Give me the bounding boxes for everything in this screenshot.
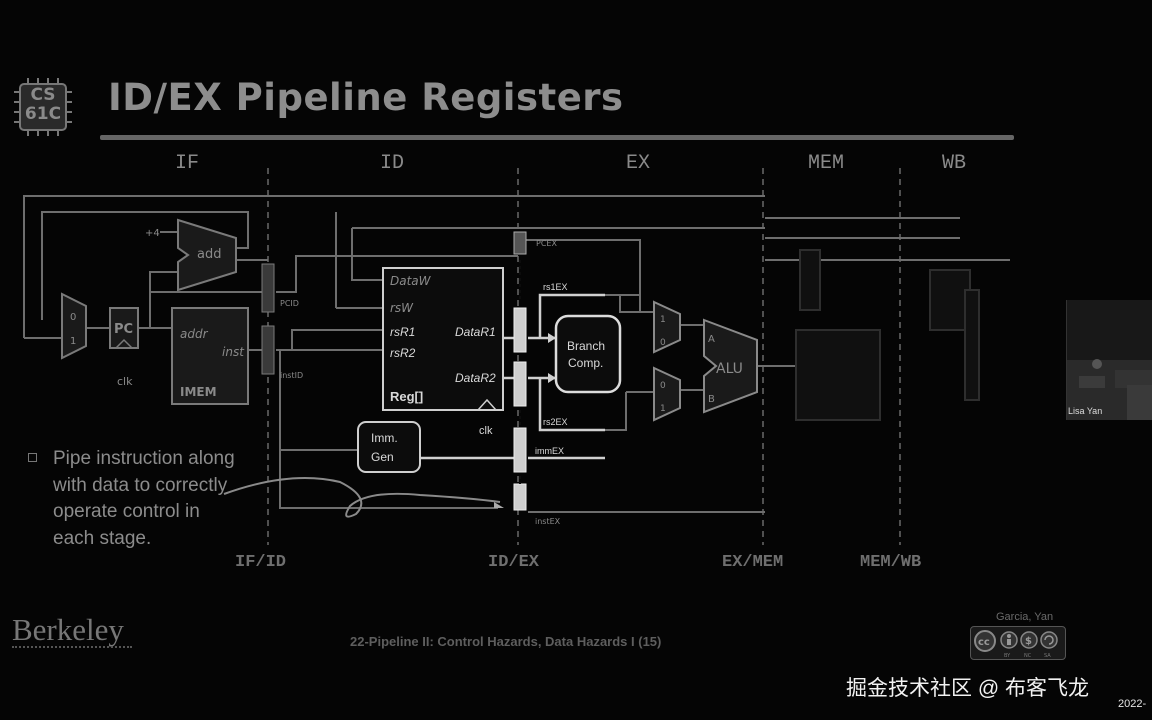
pc-label: PC — [114, 322, 133, 337]
pc-adder — [177, 218, 237, 292]
branch-line2: Comp. — [568, 356, 603, 370]
title-divider — [100, 135, 1014, 140]
handwritten-arrow — [223, 477, 501, 518]
id-ex-rs2-reg — [513, 361, 527, 407]
regfile-label: Reg[] — [390, 389, 423, 404]
berkeley-underline — [12, 646, 132, 655]
plus4-label: +4 — [145, 228, 160, 239]
webcam-feed — [1067, 300, 1152, 420]
pc-mux — [61, 292, 87, 360]
alu-b-mux-0: 0 — [660, 381, 666, 391]
watermark-text: 掘金技术社区 @ 布客飞龙 — [846, 677, 1089, 700]
if-id-pc-reg — [261, 263, 275, 313]
bullet-text: Pipe instruction along with data to corr… — [53, 448, 235, 549]
id-ex-imm-reg — [513, 427, 527, 473]
speaker-webcam[interactable] — [1066, 300, 1152, 420]
alu-label: ALU — [716, 361, 743, 377]
license-sa: SA — [1044, 653, 1051, 659]
pc-register — [109, 307, 139, 349]
label-ex-mem: EX/MEM — [722, 553, 784, 572]
timestamp-text: 2022- — [1118, 698, 1147, 710]
branch-line1: Branch — [567, 339, 605, 353]
slide-authors: Garcia, Yan — [996, 611, 1054, 623]
logo-line-2: 61C — [24, 104, 62, 124]
regfile-rsr2: rsR2 — [390, 346, 416, 360]
id-ex-rs1-reg — [513, 307, 527, 353]
pc-id-label: PCID — [280, 299, 299, 308]
branch-comparator — [554, 314, 622, 394]
id-ex-inst-reg — [513, 483, 527, 511]
label-if-id: IF/ID — [235, 553, 287, 572]
imem-inst: inst — [222, 345, 245, 359]
pc-mux-1: 1 — [70, 336, 76, 347]
stage-wb: WB — [942, 152, 967, 175]
pc-ex-label: PCEX — [536, 239, 557, 248]
register-file — [382, 267, 504, 411]
imm-ex-label: immEX — [535, 446, 564, 456]
alu-a-mux-1: 1 — [660, 315, 666, 325]
creative-commons-badge: cc $ BY NC SA — [970, 626, 1066, 660]
if-id-inst-reg — [261, 325, 275, 375]
alu-b-mux-1: 1 — [660, 404, 666, 414]
cc-icon — [974, 630, 996, 652]
regfile-rsw: rsW — [390, 301, 414, 315]
rs2-ex-label: rs2EX — [543, 417, 568, 427]
stage-mem: MEM — [808, 152, 845, 175]
speaker-name: Lisa Yan — [1068, 406, 1103, 416]
adder-label: add — [197, 247, 221, 262]
bullet-square-icon — [28, 453, 37, 462]
logo-text: CS 61C — [20, 86, 66, 124]
alu-a-label: A — [708, 334, 715, 345]
imem-addr: addr — [180, 327, 209, 341]
logo-line-1: CS — [30, 85, 56, 105]
alu-b-mux — [653, 366, 681, 422]
license-nc: NC — [1024, 653, 1032, 659]
regfile-rsr1: rsR1 — [390, 325, 415, 339]
stage-if: IF — [175, 152, 200, 175]
pc-mux-0: 0 — [70, 312, 76, 323]
svg-text:cc: cc — [978, 637, 990, 648]
license-by: BY — [1004, 653, 1011, 659]
inst-id-label: instID — [280, 371, 303, 380]
alu-a-mux — [653, 300, 681, 354]
stage-id: ID — [380, 152, 405, 175]
id-ex-pc-reg — [513, 231, 527, 255]
alu-b-label: B — [708, 394, 715, 405]
slide-title: ID/EX Pipeline Registers — [108, 76, 624, 119]
alu-a-mux-0: 0 — [660, 338, 666, 348]
regfile-dataw: DataW — [390, 274, 432, 288]
pc-clk-label: clk — [117, 375, 133, 388]
slide-footer: 22-Pipeline II: Control Hazards, Data Ha… — [350, 634, 662, 649]
regfile-datar1: DataR1 — [455, 325, 496, 339]
svg-text:$: $ — [1025, 636, 1032, 647]
nc-icon — [1020, 631, 1038, 649]
imm-gen-line1: Imm. — [371, 431, 398, 445]
inst-ex-label: instEX — [535, 517, 561, 526]
imm-gen-line2: Gen — [371, 450, 394, 464]
sa-icon — [1040, 631, 1058, 649]
stage-ex: EX — [626, 152, 651, 175]
regfile-datar2: DataR2 — [455, 371, 496, 385]
imem-block — [171, 307, 249, 405]
label-mem-wb: MEM/WB — [860, 553, 922, 572]
regfile-clk-label: clk — [479, 425, 493, 437]
rs1-ex-label: rs1EX — [543, 282, 568, 292]
imm-gen — [357, 421, 421, 473]
berkeley-logo: Berkeley — [12, 612, 124, 647]
alu — [703, 318, 758, 414]
imem-label: IMEM — [180, 385, 217, 399]
label-id-ex: ID/EX — [488, 553, 540, 572]
cs61c-logo-icon — [14, 78, 72, 136]
